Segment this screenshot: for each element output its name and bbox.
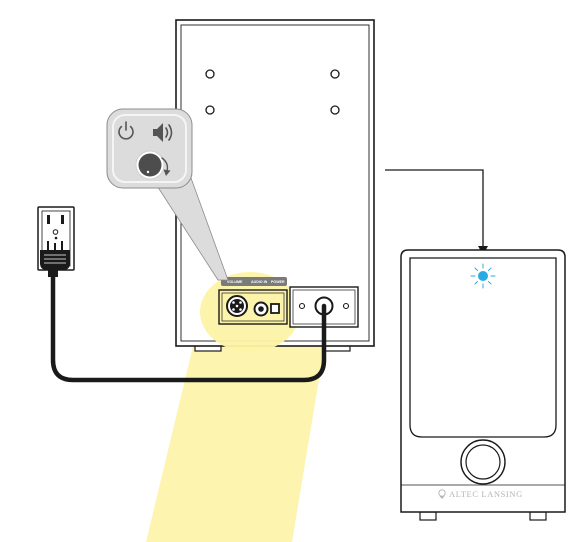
led-leader-line xyxy=(385,169,484,248)
satellite-foot-left xyxy=(419,511,437,521)
mount-hole xyxy=(330,105,340,115)
satellite-volume-knob[interactable] xyxy=(460,439,506,485)
brand-emblem-icon xyxy=(438,489,446,499)
power-plug-icon xyxy=(40,241,70,277)
mount-hole xyxy=(205,69,215,79)
port-label-audio-in: AUDIO IN xyxy=(251,280,268,284)
port-label-strip xyxy=(221,277,287,286)
power-led-icon xyxy=(470,263,496,289)
altec-lansing-logo: ALTEC LANSING xyxy=(438,489,523,499)
mount-hole xyxy=(205,105,215,115)
power-cable xyxy=(50,272,327,383)
satellite-grille xyxy=(409,257,557,438)
panel-glow xyxy=(200,272,300,352)
power-icon xyxy=(118,121,134,140)
satellite-speaker: ALTEC LANSING xyxy=(400,249,566,521)
inlet-screw xyxy=(342,302,350,310)
mount-hole xyxy=(330,69,340,79)
port-label-volume: VOLUME xyxy=(227,280,243,284)
satellite-foot-right xyxy=(529,511,547,521)
audio-in-jack[interactable] xyxy=(253,301,269,317)
highlight-beam xyxy=(146,313,330,542)
satellite-body xyxy=(400,249,566,513)
volume-knob-icon[interactable] xyxy=(135,150,165,180)
control-panel-inner xyxy=(221,292,285,322)
inlet-screw xyxy=(298,302,306,310)
control-panel xyxy=(218,289,288,325)
speaker-volume-icon xyxy=(153,123,173,142)
brand-name: ALTEC LANSING xyxy=(449,489,523,499)
rotate-clockwise-arrow-icon xyxy=(161,157,171,176)
subwoofer-rear: VOLUME AUDIO IN POWER xyxy=(175,19,375,352)
volume-callout xyxy=(106,108,229,281)
port-label-power: POWER xyxy=(271,280,285,284)
power-switch[interactable] xyxy=(270,303,280,314)
satellite-connector[interactable] xyxy=(226,295,248,317)
